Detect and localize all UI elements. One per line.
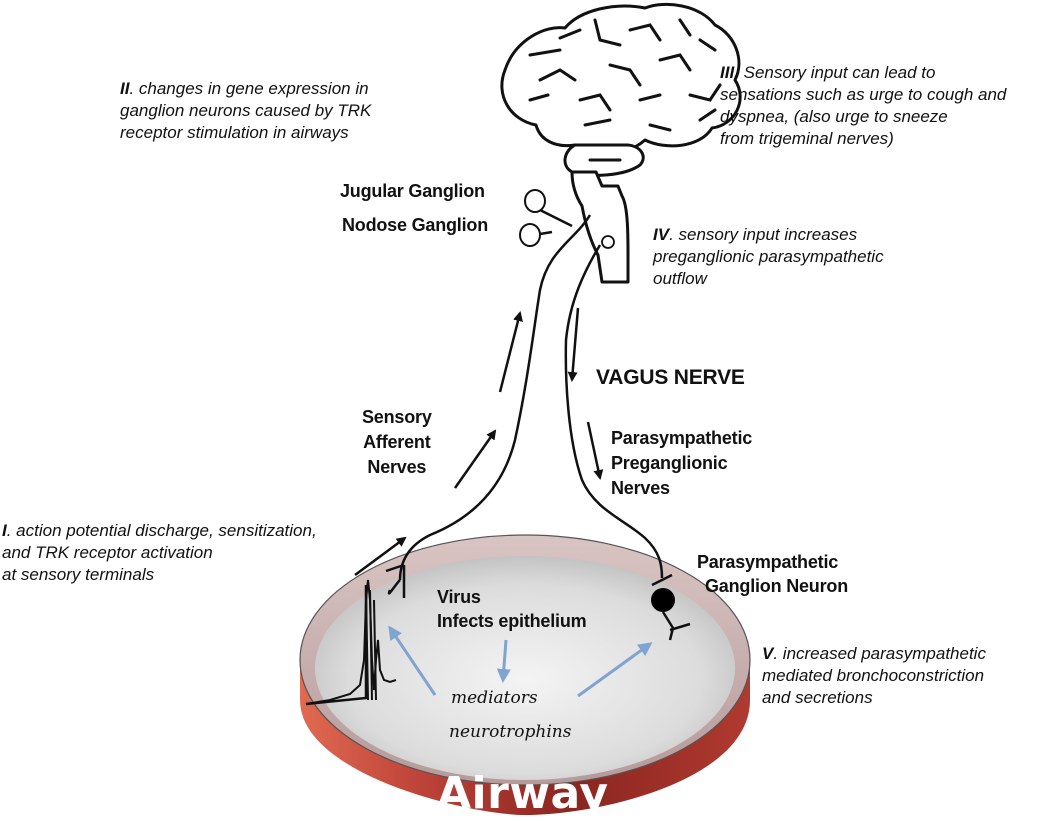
brain-sulci — [528, 18, 722, 162]
step-2-line-3: receptor stimulation in airways — [120, 123, 349, 142]
step-2-line-1: . changes in gene expression in — [129, 79, 369, 98]
step-3-line-2: sensations such as urge to cough and — [720, 85, 1007, 104]
parasym-pre-line-1: Parasympathetic — [611, 428, 753, 448]
step-5-line-1: . increased parasympathetic — [773, 644, 986, 663]
step-3-line-3: dyspnea, (also urge to sneeze — [720, 107, 948, 126]
step-1-line-1: . action potential discharge, sensitizat… — [6, 521, 317, 540]
sensory-afferent-label: Sensory Afferent Nerves — [362, 405, 432, 480]
efferent-arrow-2 — [586, 421, 604, 480]
afferent-arrows — [354, 311, 523, 577]
step-3-line-4: from trigeminal nerves) — [720, 129, 894, 148]
afferent-arrow-1 — [498, 311, 523, 393]
virus-line-2: Infects epithelium — [437, 611, 587, 631]
step-1-line-3: at sensory terminals — [2, 565, 155, 584]
parasym-gang-line-1: Parasympathetic — [697, 552, 839, 572]
step-5-line-2: mediated bronchoconstriction — [762, 666, 985, 685]
virus-label: Virus Infects epithelium — [437, 585, 587, 633]
step-1-text: I. action potential discharge, sensitiza… — [2, 520, 317, 586]
step-5-line-3: and secretions — [762, 688, 873, 707]
blue-arrow-to-ganglion — [577, 642, 653, 698]
parasympathetic-ganglion-neuron-icon — [651, 573, 691, 641]
step-3-text: III. Sensory input can lead to sensation… — [720, 62, 1006, 150]
step-1-numeral: I — [2, 521, 7, 540]
step-2-text: II. changes in gene expression in gangli… — [120, 78, 371, 144]
step-5-text: V. increased parasympathetic mediated br… — [762, 643, 986, 709]
parasympathetic-ganglion-label: Parasympathetic Ganglion Neuron — [697, 550, 848, 598]
blue-arrow-to-mediators — [496, 639, 511, 683]
afferent-arrow-3 — [354, 536, 407, 577]
step-4-text: IV. sensory input increases preganglioni… — [653, 224, 884, 290]
sensory-afferent-nerve — [387, 214, 592, 595]
efferent-arrow-1 — [567, 307, 580, 382]
action-potential-trace — [305, 579, 397, 705]
step-5-numeral: V — [762, 644, 774, 663]
parasym-pre-line-3: Nerves — [611, 478, 670, 498]
jugular-ganglion-icon — [524, 189, 573, 228]
parasym-gang-line-2: Ganglion Neuron — [705, 576, 848, 596]
vagus-nerve-label: VAGUS NERVE — [596, 366, 745, 389]
sensory-afferent-line-2: Afferent — [363, 432, 431, 452]
neurotrophins-label: neurotrophins — [449, 722, 572, 742]
nodose-ganglion-icon — [519, 223, 553, 247]
blue-arrows — [388, 625, 653, 698]
sensory-afferent-line-1: Sensory — [362, 407, 432, 427]
step-3-numeral: III. — [720, 63, 739, 82]
nodose-ganglion-label: Nodose Ganglion — [342, 215, 489, 235]
step-2-line-2: ganglion neurons caused by TRK — [120, 101, 372, 120]
step-3-line-1: Sensory input can lead to — [738, 63, 936, 82]
step-4-line-3: outflow — [653, 269, 707, 288]
step-4-line-2: preganglionic parasympathetic — [653, 247, 884, 266]
mediators-label: mediators — [451, 688, 538, 708]
afferent-arrow-2 — [453, 429, 497, 489]
step-4-line-1: . sensory input increases — [669, 225, 858, 244]
blue-arrow-to-sensory — [388, 625, 437, 696]
airway-lumen — [315, 556, 735, 780]
airway-cylinder — [299, 534, 751, 815]
step-1-line-2: and TRK receptor activation — [2, 543, 213, 562]
step-4-numeral: IV — [653, 225, 670, 244]
sensory-afferent-line-3: Nerves — [367, 457, 427, 477]
virus-line-1: Virus — [437, 587, 481, 607]
brainstem-nucleus-icon — [601, 235, 615, 249]
parasympathetic-preganglionic-nerve — [564, 244, 664, 579]
parasym-pre-line-2: Preganglionic — [611, 453, 728, 473]
efferent-arrows — [567, 307, 604, 480]
parasympathetic-preganglionic-label: Parasympathetic Preganglionic Nerves — [611, 426, 752, 501]
step-2-numeral: II — [120, 79, 130, 98]
airway-label: Airway — [437, 768, 609, 819]
jugular-ganglion-label: Jugular Ganglion — [340, 181, 485, 201]
